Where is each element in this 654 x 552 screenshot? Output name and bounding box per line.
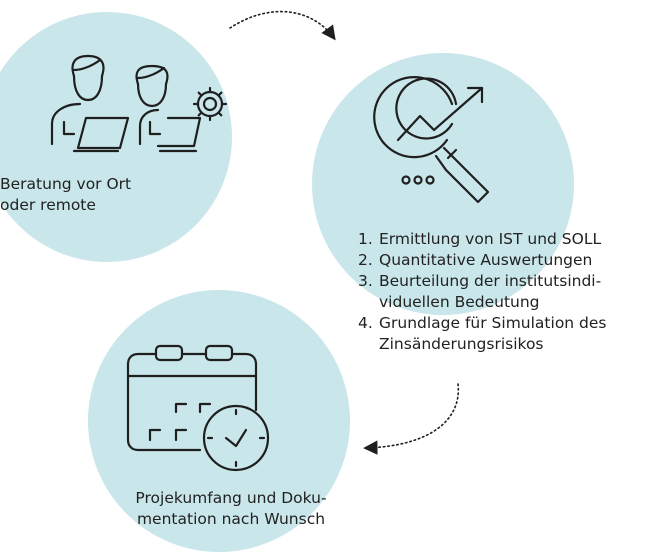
- step-number: 3.: [358, 272, 373, 290]
- consulting-circle: [0, 12, 232, 262]
- step-item: 4. Grundlage für Simulation des Zinsände…: [358, 313, 607, 355]
- step-number: 4.: [358, 314, 373, 332]
- calendar-with-clock-icon: [126, 344, 270, 472]
- analysis-steps-list: 1. Ermittlung von IST und SOLL 2. Quanti…: [358, 229, 607, 355]
- magnifier-trend-chart-icon: [373, 76, 490, 204]
- step-item: 2. Quantitative Auswertungen: [358, 250, 607, 271]
- analysis-circle: [312, 53, 574, 315]
- consulting-label-line2: oder remote: [0, 196, 96, 214]
- diagram-graphics: [50, 10, 490, 472]
- documentation-circle: [88, 290, 350, 552]
- documentation-label: Projekumfang und Doku- mentation nach Wu…: [116, 488, 346, 530]
- step-text: Ermittlung von IST und SOLL: [379, 230, 602, 248]
- step-text: viduellen Bedeutung: [379, 293, 540, 311]
- step-text: Zinsänderungsrisikos: [379, 335, 544, 353]
- dotted-arrow-icon: [229, 10, 336, 41]
- step-item: 3. Beurteilung der institutsindi- viduel…: [358, 271, 607, 313]
- documentation-label-line1: Projekumfang und Doku-: [135, 489, 327, 507]
- step-text: Beurteilung der institutsindi-: [379, 272, 602, 290]
- consulting-label: Beratung vor Ort oder remote: [0, 174, 131, 216]
- step-number: 2.: [358, 251, 373, 269]
- step-number: 1.: [358, 230, 373, 248]
- step-text: Quantitative Auswertungen: [379, 251, 593, 269]
- documentation-label-line2: mentation nach Wunsch: [136, 510, 326, 528]
- dotted-arrow-icon: [363, 383, 460, 455]
- consultants-with-laptops-and-gear-icon: [50, 54, 228, 153]
- step-text: Grundlage für Simulation des: [379, 314, 607, 332]
- step-item: 1. Ermittlung von IST und SOLL: [358, 229, 607, 250]
- consulting-label-line1: Beratung vor Ort: [0, 175, 132, 193]
